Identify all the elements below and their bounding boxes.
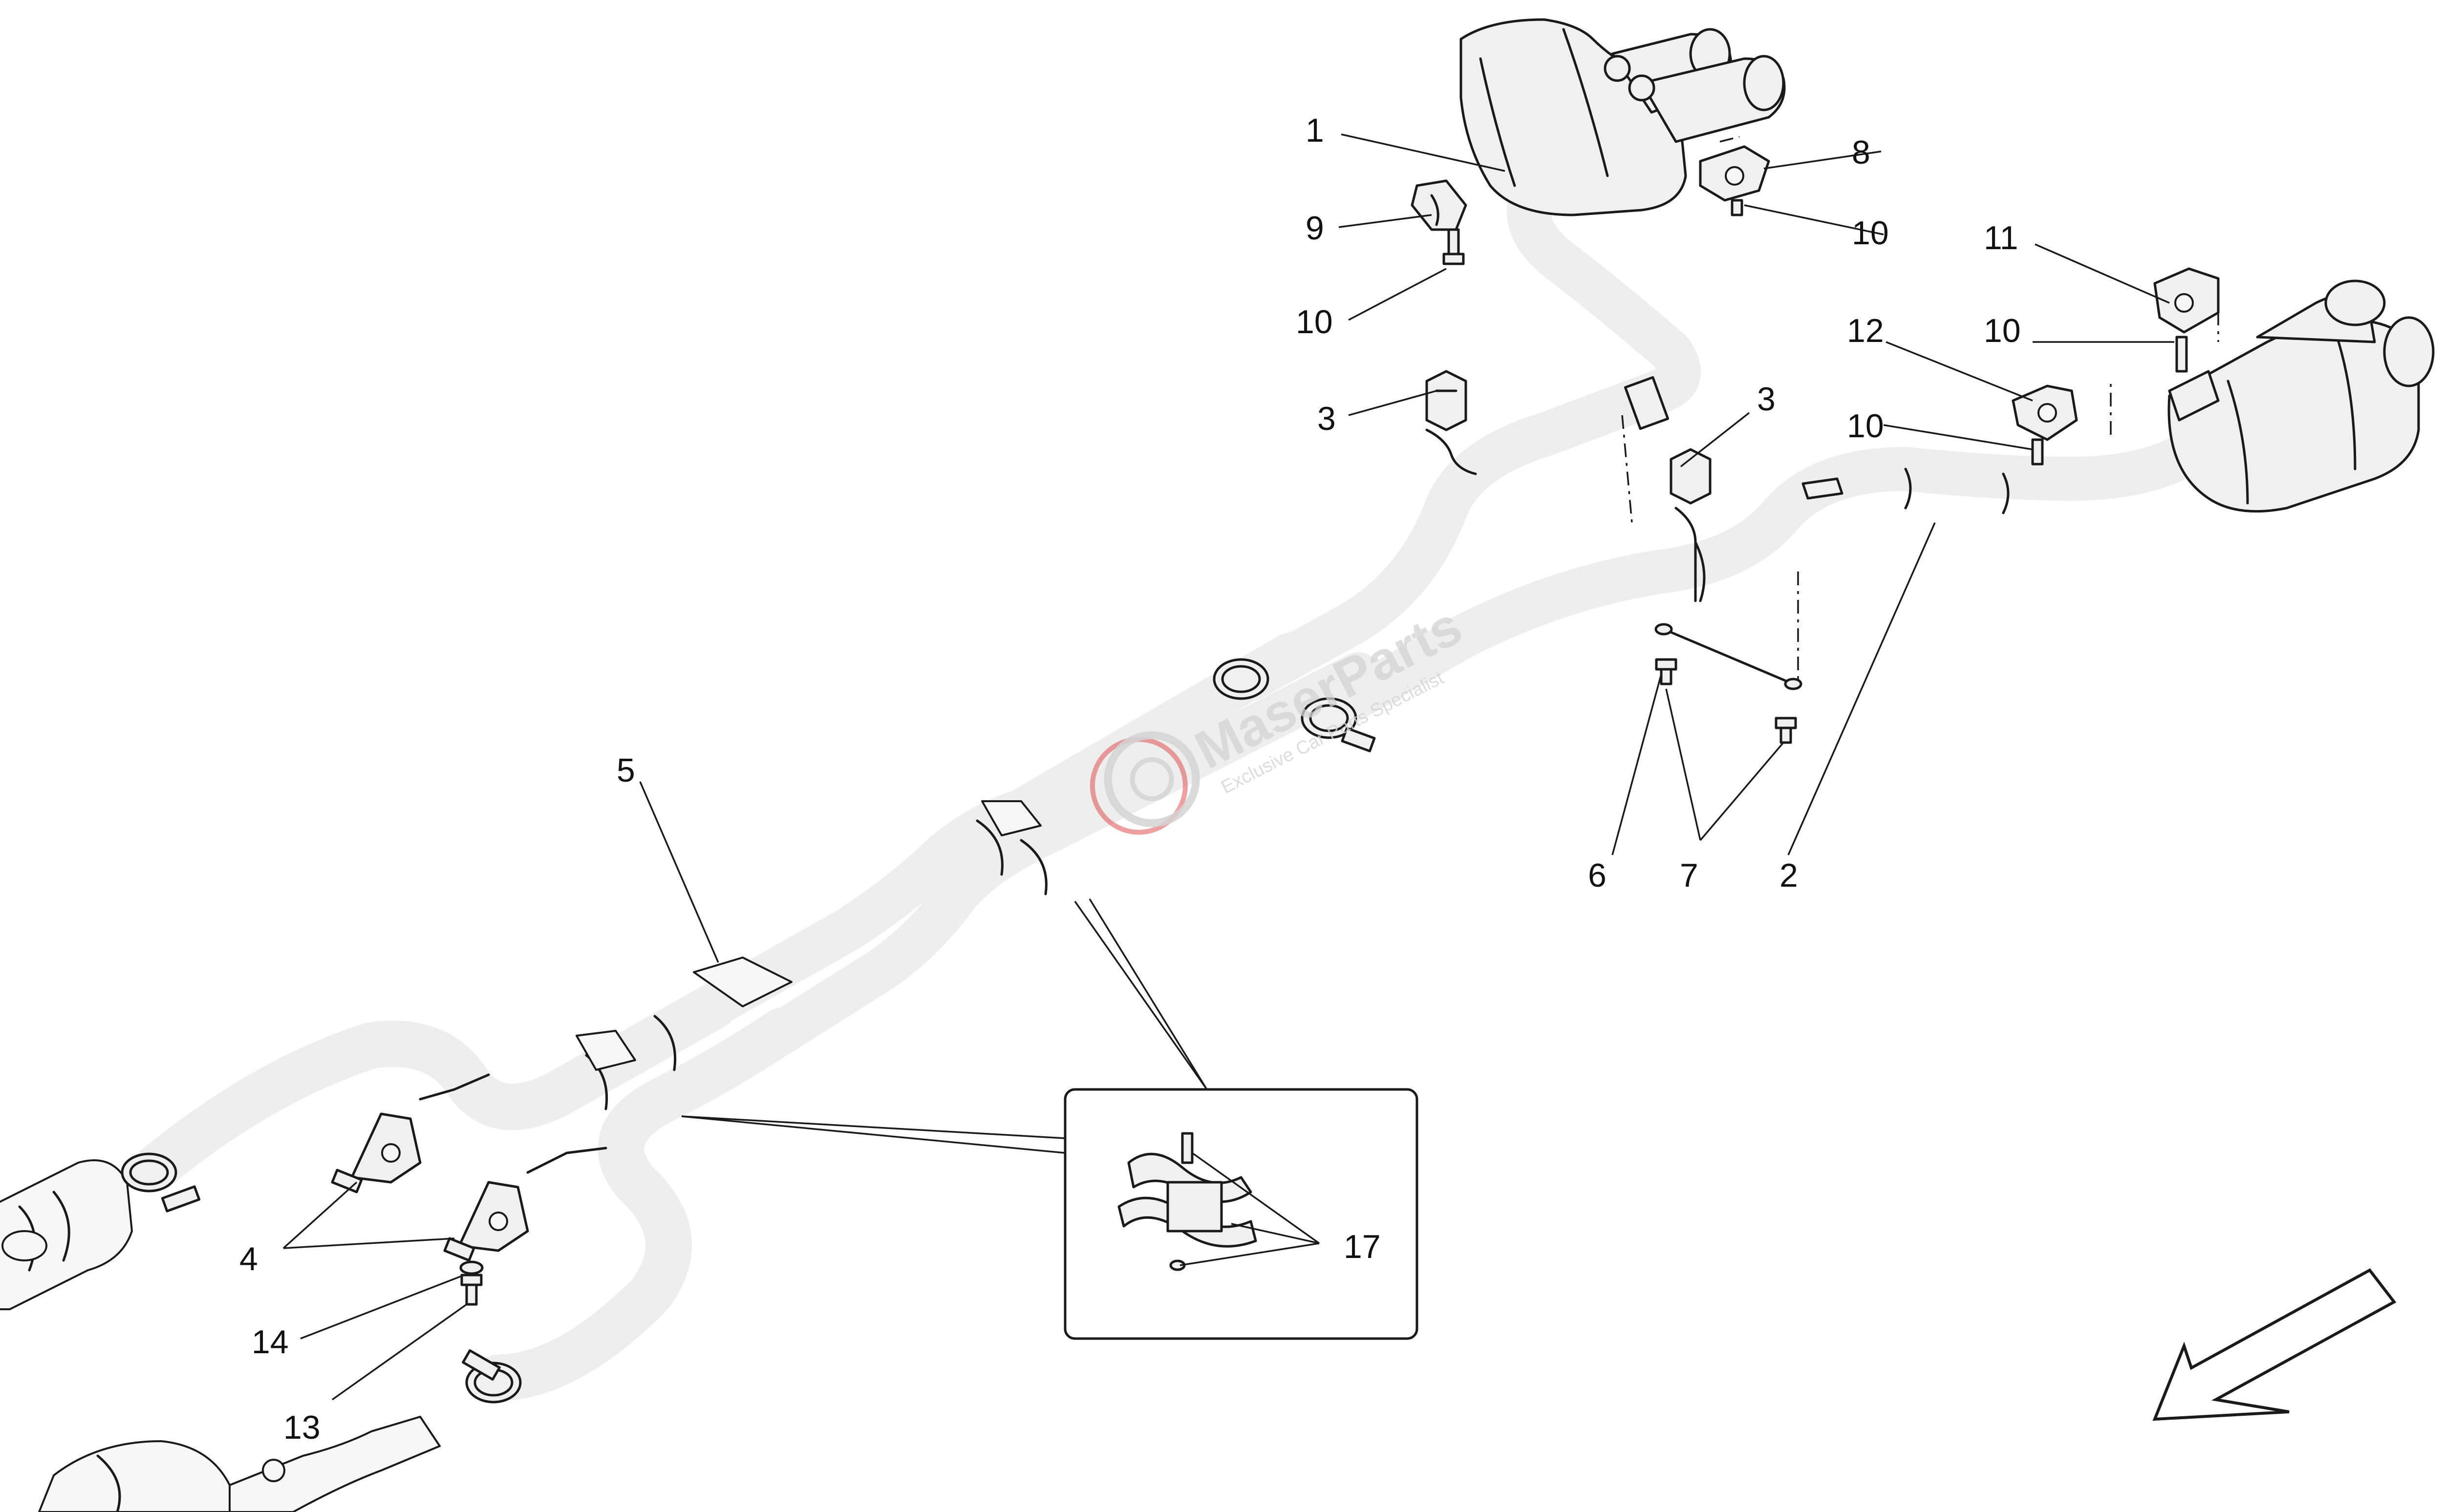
catalytic-converter-upper [0, 1159, 133, 1310]
clamp-bracket-detail [1117, 1132, 1257, 1271]
leader-lines [282, 133, 2174, 1401]
callout-3-left: 3 [1317, 400, 1336, 437]
rear-muffler-left [1459, 18, 1786, 216]
callout-9: 9 [1306, 210, 1324, 247]
callout-12: 12 [1847, 312, 1884, 349]
catalytic-converter-lower [38, 1416, 441, 1512]
bolt-lower [460, 1274, 483, 1306]
hanger-bracket-mid [1674, 477, 1843, 602]
callout-6: 6 [1588, 857, 1607, 894]
watermark: MaserParts Exclusive Car Parts Specialis… [1090, 596, 1471, 835]
front-direction-arrow-icon [2152, 1268, 2397, 1421]
pipe-clamp-rear-right [1301, 697, 1376, 752]
pipe-clamp-left-lower [462, 1349, 522, 1404]
rear-pipe-left [1229, 154, 1701, 701]
bolt-right-inner [2031, 438, 2044, 466]
callout-14: 14 [252, 1323, 289, 1361]
rear-muffler-right [2167, 279, 2435, 513]
stabilizer-rod [1654, 623, 1802, 690]
callout-10-a: 10 [1852, 214, 1889, 252]
rubber-mount-upper [331, 1112, 422, 1193]
bracket-left-muffler [1411, 179, 1467, 231]
gear-logo-icon [1090, 731, 1200, 835]
bracket-right-inner [2012, 384, 2078, 441]
callout-5: 5 [617, 752, 635, 789]
callout-10-d: 10 [1847, 407, 1884, 445]
callout-10-b: 10 [1296, 303, 1333, 341]
callout-7: 7 [1680, 857, 1698, 894]
rubber-mount-rear-left [1425, 370, 1467, 431]
callout-3-right: 3 [1757, 381, 1776, 418]
callout-17: 17 [1344, 1228, 1381, 1265]
callout-10-c: 10 [1984, 312, 2021, 349]
central-pipe-assembly [576, 633, 1380, 1110]
hanger-rear-left [1425, 428, 1477, 475]
pipe-clamp-left-upper [121, 1152, 201, 1213]
rubber-mount-lower [443, 1181, 529, 1262]
bolt-stabilizer-right [1775, 717, 1797, 744]
washer [459, 1260, 484, 1275]
callout-8: 8 [1852, 134, 1870, 171]
bolt-stabilizer-left [1655, 658, 1677, 685]
assembly-guide-lines [1621, 136, 2219, 684]
callout-11: 11 [1984, 219, 2018, 256]
callout-13: 13 [283, 1409, 321, 1446]
bolt-right-outer [2175, 336, 2188, 373]
bracket-right-outer [2153, 267, 2220, 334]
callout-labels: 1 2 3 3 4 5 6 7 8 9 10 10 10 10 11 12 13… [239, 112, 2021, 1446]
bolt-right-muffler [1731, 199, 1743, 216]
detail-inset [681, 898, 1418, 1340]
callout-1: 1 [1306, 112, 1324, 149]
callout-2: 2 [1779, 857, 1798, 894]
bracket-right-muffler [1699, 145, 1770, 202]
front-pipe-lower [475, 1007, 805, 1401]
bolt-left-muffler [1442, 228, 1465, 265]
hanger-rod-left [419, 1073, 607, 1174]
pipe-clamp-rear-left [1213, 658, 1269, 700]
rubber-mount-rear-right [1670, 448, 1712, 505]
callout-4: 4 [239, 1240, 258, 1278]
